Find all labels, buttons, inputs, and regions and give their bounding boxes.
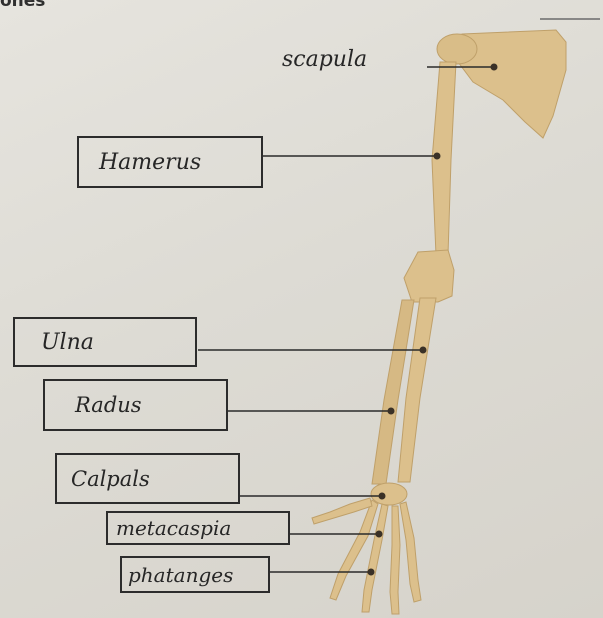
metacarpals-label-box: metacaspia — [106, 511, 290, 545]
phalanges-dot — [368, 569, 375, 576]
carpals-label-box: Calpals — [55, 453, 240, 504]
metacarpals-dot — [376, 531, 383, 538]
humerus-label: Hamerus — [99, 150, 201, 175]
elbow-joint — [404, 250, 454, 302]
ulna-label: Ulna — [41, 330, 94, 355]
phalanges-label: phatanges — [128, 563, 233, 587]
scapula-dot — [491, 64, 498, 71]
radius-label-box: Radus — [43, 379, 228, 431]
ulna-label-box: Ulna — [13, 317, 197, 367]
thumb-bone — [312, 498, 372, 524]
finger-bone-3 — [390, 506, 400, 614]
carpals-label: Calpals — [71, 467, 150, 491]
carpal-bones — [371, 483, 407, 505]
ulna-dot — [420, 347, 427, 354]
scapula-label: scapula — [282, 47, 367, 72]
humerus-head — [437, 34, 477, 64]
humerus-dot — [434, 153, 441, 160]
radius-dot — [388, 408, 395, 415]
phalanges-label-box: phatanges — [120, 556, 270, 593]
radius-label: Radus — [75, 393, 142, 417]
metacarpals-label: metacaspia — [116, 516, 231, 540]
carpals-dot — [379, 493, 386, 500]
finger-bone-4 — [400, 502, 421, 602]
humerus-label-box: Hamerus — [77, 136, 263, 188]
